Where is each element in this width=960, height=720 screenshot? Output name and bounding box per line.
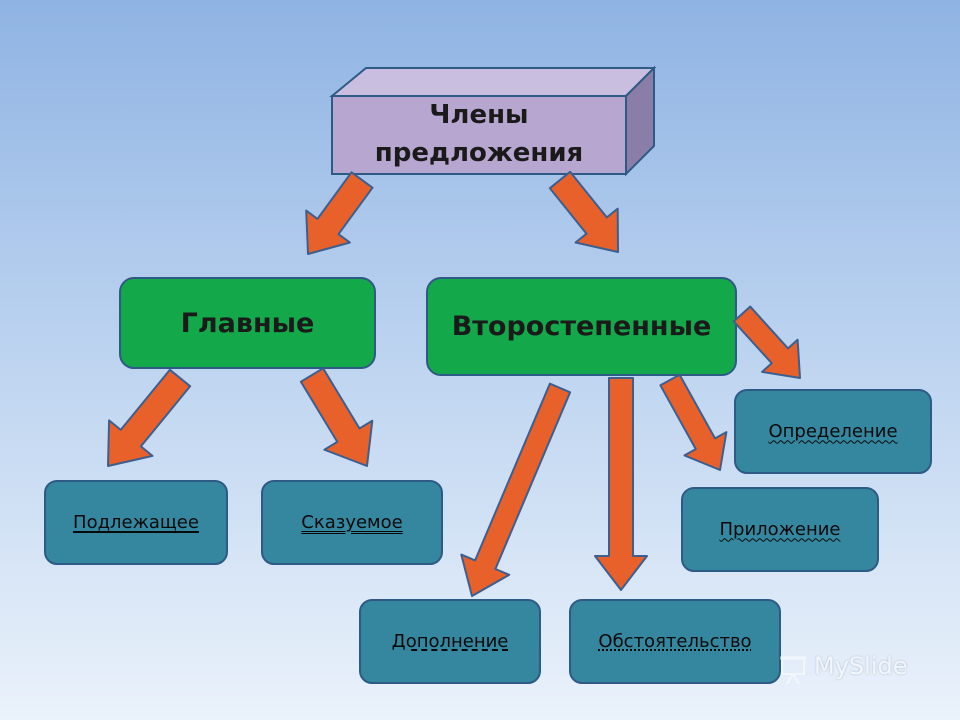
- secondary-box: [426, 277, 737, 376]
- object-label: Дополнение: [360, 600, 540, 683]
- arrows-layer: [107, 170, 801, 597]
- adverbial-box: [569, 599, 781, 684]
- arrow-secondary-adverbial: [594, 377, 648, 591]
- object-box: [359, 599, 541, 684]
- arrow-secondary-apposition: [659, 373, 728, 471]
- attribute-label: Определение: [735, 390, 931, 473]
- apposition-box: [681, 487, 879, 572]
- arrow-secondary-attribute: [732, 305, 801, 379]
- predicate-label-text: Сказуемое: [301, 511, 403, 533]
- arrow-root-main: [305, 171, 374, 255]
- subject-box: [44, 480, 228, 565]
- main-label-text: Главные: [180, 307, 315, 339]
- apposition-label: Приложение: [682, 488, 878, 571]
- secondary-label: Второстепенные: [427, 278, 736, 375]
- root-box: [329, 65, 657, 177]
- projector-screen-icon: [780, 656, 806, 685]
- secondary-label-text: Второстепенные: [451, 311, 712, 342]
- attribute-label-text: Определение: [768, 420, 898, 442]
- apposition-label-text: Приложение: [719, 518, 841, 540]
- predicate-box: [261, 480, 443, 565]
- arrow-root-secondary: [548, 170, 619, 253]
- main-label: Главные: [120, 278, 375, 368]
- arrow-main-predicate: [299, 367, 374, 467]
- watermark-text: MySlide: [814, 652, 908, 680]
- root-label: Члены предложения: [332, 96, 626, 174]
- watermark: MySlide: [814, 652, 907, 680]
- root-box-top: [329, 67, 657, 97]
- subject-label-text: Подлежащее: [73, 511, 199, 533]
- arrow-main-subject: [107, 368, 192, 467]
- predicate-label: Сказуемое: [262, 481, 442, 564]
- adverbial-label-text: Обстоятельство: [598, 630, 752, 652]
- root-label-text: Члены предложения: [374, 100, 584, 168]
- subject-label: Подлежащее: [45, 481, 227, 564]
- main-box: [119, 277, 376, 369]
- root-box-front: [331, 95, 627, 175]
- adverbial-label: Обстоятельство: [570, 600, 780, 683]
- object-label-text: Дополнение: [391, 630, 509, 652]
- arrow-secondary-object: [460, 382, 572, 597]
- attribute-box: [734, 389, 932, 474]
